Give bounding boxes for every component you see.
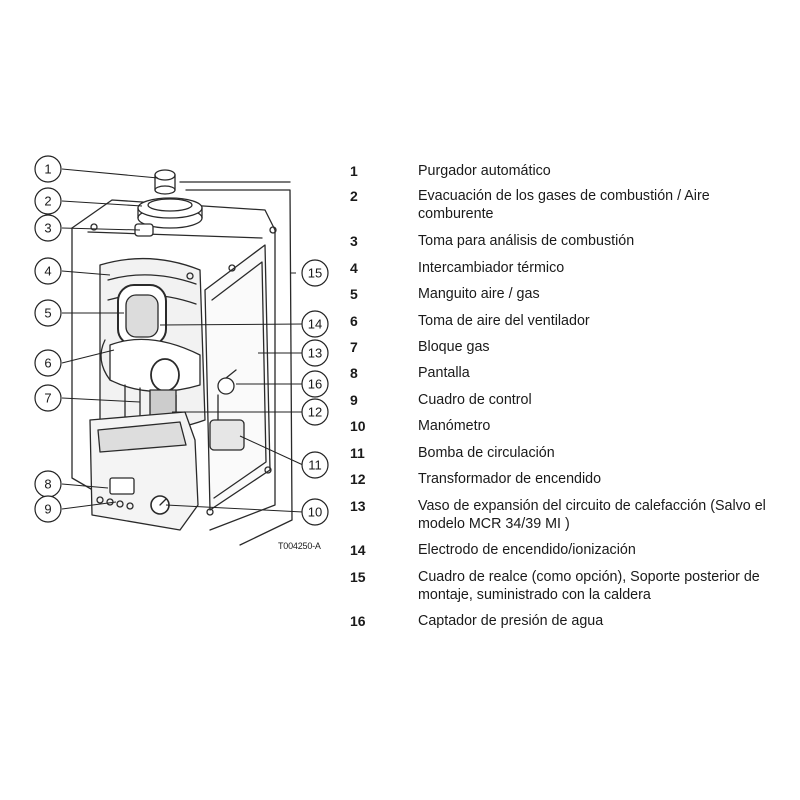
legend-number: 8 (350, 365, 358, 381)
callout-label: 3 (44, 221, 51, 236)
legend-text: Bomba de circulación (418, 445, 555, 461)
legend-text: Cuadro de realce (como opción), Soporte … (418, 569, 760, 603)
callout-label: 5 (44, 306, 51, 321)
callout-circle-11 (301, 451, 329, 479)
callout-circle-15 (301, 259, 329, 287)
callout-label: 2 (44, 194, 51, 209)
legend-text: Pantalla (418, 365, 470, 381)
callout-label: 12 (308, 405, 322, 420)
legend-number: 16 (350, 613, 366, 629)
callout-circle-7 (34, 384, 62, 412)
figure-reference-code: T004250-A (278, 541, 321, 551)
legend-number: 4 (350, 260, 358, 276)
callout-circle-6 (34, 349, 62, 377)
legend-number: 15 (350, 569, 366, 585)
callout-label: 15 (308, 266, 322, 281)
legend-number: 3 (350, 233, 358, 249)
callout-circle-12 (301, 398, 329, 426)
callout-label: 4 (44, 264, 51, 279)
legend-text: Intercambiador térmico (418, 260, 565, 276)
callout-circle-1 (34, 155, 62, 183)
legend-number: 5 (350, 286, 358, 302)
callout-circle-4 (34, 257, 62, 285)
legend-number: 12 (350, 471, 366, 487)
legend-number: 13 (350, 498, 366, 514)
callout-label: 14 (308, 317, 322, 332)
callout-label: 6 (44, 356, 51, 371)
legend-number: 10 (350, 418, 366, 434)
legend-text: Vaso de expansión del circuito de calefa… (418, 498, 766, 532)
callout-label: 16 (308, 377, 322, 392)
legend-text: Transformador de encendido (418, 471, 602, 487)
legend-text: Electrodo de encendido/ionización (418, 542, 636, 558)
callout-circle-9 (34, 495, 62, 523)
callout-circle-5 (34, 299, 62, 327)
legend-text: Manómetro (418, 418, 491, 434)
legend-number: 1 (350, 163, 358, 179)
callout-circle-13 (301, 339, 329, 367)
legend-text: Toma de aire del ventilador (418, 313, 590, 329)
legend-number: 14 (350, 542, 366, 558)
legend-text: Manguito aire / gas (418, 286, 540, 302)
callout-label: 13 (308, 346, 322, 361)
legend-number: 2 (350, 188, 358, 204)
callout-circle-14 (301, 310, 329, 338)
legend-text: Evacuación de los gases de combustión / … (418, 188, 710, 222)
callout-label: 7 (44, 391, 51, 406)
legend-number: 6 (350, 313, 358, 329)
callout-label: 9 (44, 502, 51, 517)
callout-label: 1 (44, 162, 51, 177)
callout-label: 8 (44, 477, 51, 492)
callout-label: 11 (308, 458, 322, 473)
legend-text: Toma para análisis de combustión (418, 233, 635, 249)
legend-text: Cuadro de control (418, 392, 532, 408)
callout-circle-3 (34, 214, 62, 242)
legend-text: Captador de presión de agua (418, 613, 604, 629)
legend-text: Bloque gas (418, 339, 490, 355)
legend-number: 11 (350, 445, 365, 461)
legend-number: 9 (350, 392, 358, 408)
callout-label: 10 (308, 505, 322, 520)
legend-text: Purgador automático (418, 163, 551, 179)
callout-circle-10 (301, 498, 329, 526)
callout-circle-2 (34, 187, 62, 215)
callout-circle-16 (301, 370, 329, 398)
legend-number: 7 (350, 339, 358, 355)
